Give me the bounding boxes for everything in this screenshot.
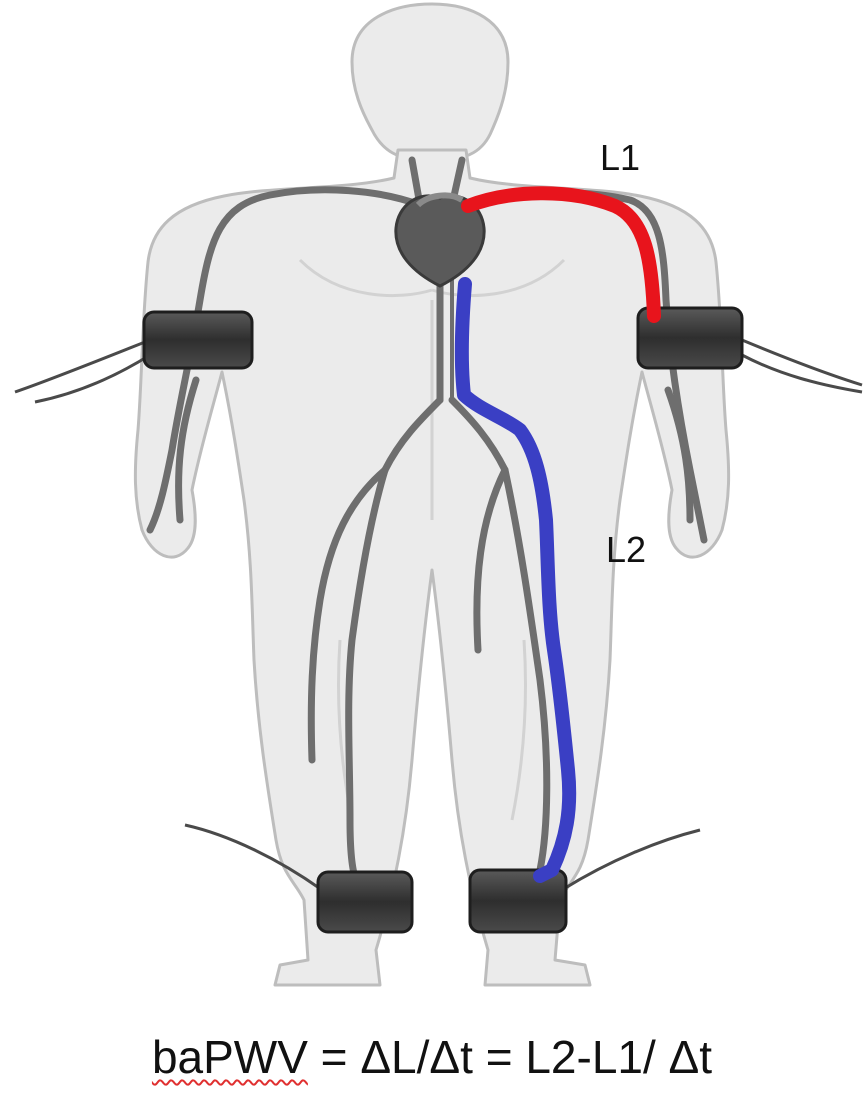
- right-ankle-cuff: [318, 872, 412, 932]
- l1-label: L1: [600, 137, 640, 178]
- baPWV-formula: baPWV = ΔL/Δt = L2-L1/ Δt: [0, 1030, 864, 1084]
- l2-label: L2: [606, 529, 646, 570]
- formula-expression: = ΔL/Δt = L2-L1/ Δt: [308, 1031, 712, 1083]
- right-arm-cuff: [144, 312, 252, 368]
- left-ankle-cuff: [470, 870, 566, 932]
- formula-abbreviation: baPWV: [152, 1031, 308, 1083]
